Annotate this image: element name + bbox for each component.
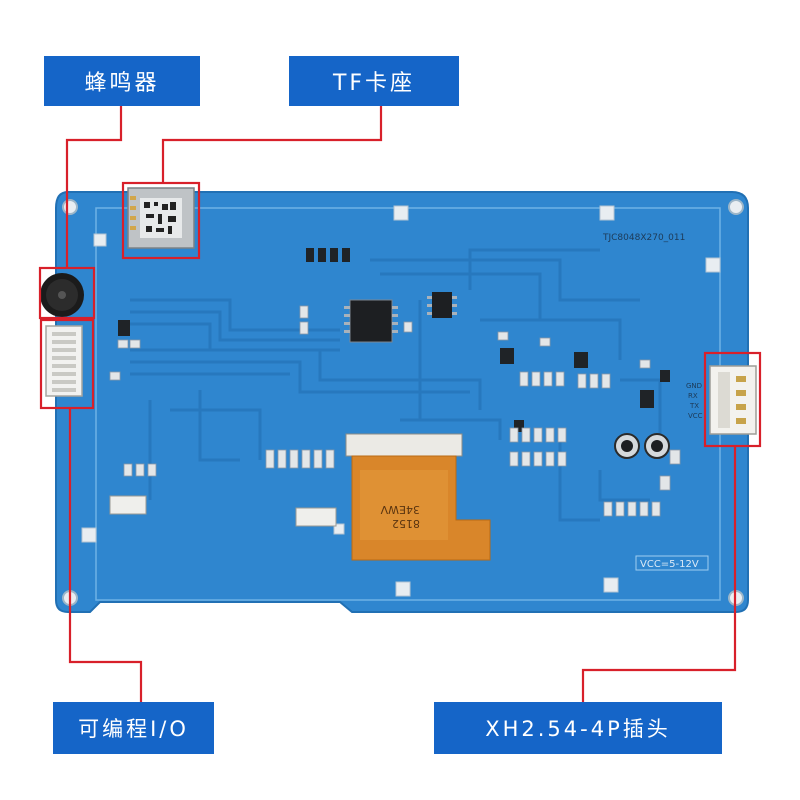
capacitors <box>614 433 670 459</box>
voltage-box <box>635 555 709 571</box>
tf-slot-label: TF卡座 <box>289 56 459 106</box>
smd-components <box>109 248 681 517</box>
io-connector <box>45 325 83 397</box>
programmable-io-label: 可编程I/O <box>53 702 214 754</box>
xh-header-label: XH2.54-4P插头 <box>434 702 722 754</box>
callout-boxes <box>38 181 762 448</box>
flash-ic <box>427 292 457 318</box>
svg-text:TX: TX <box>689 402 699 410</box>
edge-pads <box>81 205 721 597</box>
tf-card-slot <box>127 187 195 249</box>
buzzer <box>40 273 84 317</box>
fpc-flex-cable: 8152 34EWV <box>345 433 491 561</box>
pcb-board <box>55 191 749 613</box>
small-connectors <box>109 495 337 527</box>
board-model-text: TJC8048X270_011 <box>602 233 685 243</box>
callout-lines <box>65 106 737 702</box>
svg-text:RX: RX <box>688 392 698 400</box>
buzzer-label: 蜂鸣器 <box>44 56 200 106</box>
main-chip <box>344 299 398 343</box>
pcb-traces <box>130 248 662 522</box>
fpc-print-1: 8152 <box>392 517 420 530</box>
voltage-text: VCC=5-12V <box>640 559 699 570</box>
svg-text:GND: GND <box>686 382 702 390</box>
xh-header <box>709 365 757 435</box>
header-pin-labels: GND RX TX VCC <box>686 382 703 420</box>
fpc-print-2: 34EWV <box>380 503 420 516</box>
svg-text:VCC: VCC <box>688 412 703 420</box>
